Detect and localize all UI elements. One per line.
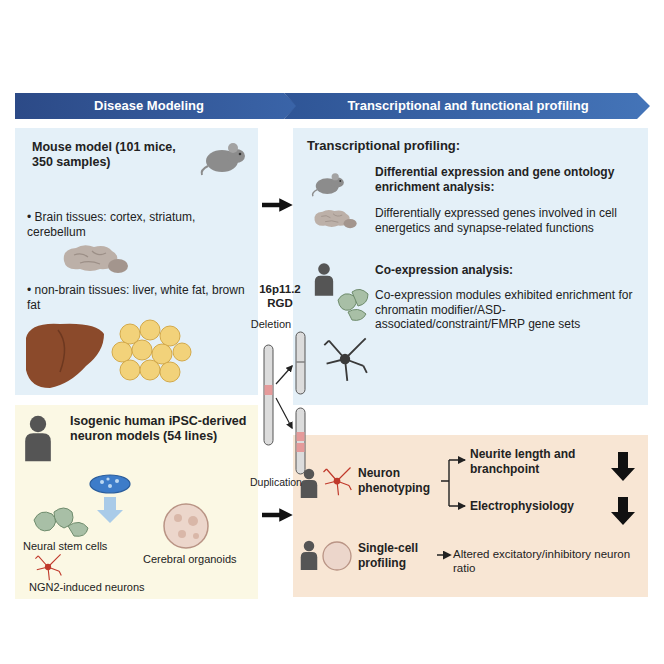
result-arrow bbox=[437, 554, 450, 556]
annotation-label: Duplication bbox=[244, 476, 308, 489]
chromosome bbox=[264, 345, 273, 445]
neuron-icon bbox=[324, 338, 367, 381]
box-text: Differentially expressed genes involved … bbox=[375, 206, 640, 235]
box-text: Co-expression modules exhibited enrichme… bbox=[375, 288, 640, 332]
box-text: • Brain tissues: cortex, striatum, cereb… bbox=[27, 210, 252, 239]
pointer-arrow bbox=[276, 398, 292, 428]
liver-icon bbox=[26, 324, 104, 388]
organoid-texture bbox=[174, 514, 199, 539]
box-text: Co-expression analysis: bbox=[375, 263, 640, 278]
banner-shape bbox=[15, 93, 297, 119]
annotation-label: Deletion bbox=[247, 318, 295, 331]
banner-shape bbox=[284, 93, 650, 119]
box-text: NGN2-induced neurons bbox=[29, 581, 179, 594]
box-text: Neural stem cells bbox=[23, 540, 123, 553]
box-text: Cerebral organoids bbox=[143, 553, 255, 566]
down-arrow bbox=[97, 497, 123, 523]
pointer-arrow bbox=[276, 366, 292, 384]
box-text: Neurite length and branchpoint bbox=[470, 447, 610, 476]
person-icon bbox=[301, 469, 318, 498]
deleted-chromosome bbox=[296, 332, 305, 394]
box-heading: Transcriptional profiling: bbox=[307, 138, 607, 154]
chromosome-band bbox=[297, 443, 305, 452]
decrease-arrow bbox=[611, 497, 635, 525]
panel-box: Isogenic human iPSC-derived neuron model… bbox=[15, 405, 258, 599]
liver-lobe-line bbox=[58, 330, 65, 372]
fat-icon bbox=[112, 320, 191, 382]
panel-box: Neuron phenotyping Neurite length and bra… bbox=[293, 435, 648, 597]
culture-dish bbox=[90, 475, 130, 493]
box-text: Altered excitatory/inhibitory neuron rat… bbox=[453, 547, 641, 575]
header-banner: Transcriptional and functional profiling bbox=[284, 93, 650, 119]
panel-box: Transcriptional profiling: Differential e… bbox=[293, 128, 648, 405]
flow-arrow bbox=[262, 203, 286, 208]
mouse-icon bbox=[202, 143, 245, 175]
box-text: Electrophysiology bbox=[470, 499, 610, 514]
neuron-icon bbox=[324, 468, 352, 496]
box-heading: Isogenic human iPSC-derived neuron model… bbox=[70, 414, 252, 445]
box-heading: Mouse model (101 mice, 350 samples) bbox=[32, 140, 182, 171]
flow-arrow bbox=[262, 513, 286, 518]
box-heading: Neuron phenotyping bbox=[358, 466, 440, 495]
person-icon bbox=[25, 416, 51, 462]
decrease-arrow bbox=[611, 452, 635, 481]
panel-box: Mouse model (101 mice, 350 samples) • Bra… bbox=[15, 128, 258, 395]
connector-layer bbox=[262, 205, 286, 515]
person-icon bbox=[315, 263, 333, 296]
organoid-icon bbox=[323, 542, 351, 570]
neuron-icon bbox=[35, 554, 61, 580]
box-text: Single-cell profiling bbox=[358, 541, 430, 570]
bracket-arrowheads bbox=[458, 456, 466, 510]
neural-stem-cells-icon bbox=[338, 289, 368, 320]
neural-stem-cells-icon bbox=[34, 508, 88, 536]
box-text: Differential expression and gene ontolog… bbox=[375, 165, 640, 194]
mouse-icon bbox=[313, 173, 344, 196]
brain-icon bbox=[314, 210, 356, 228]
brain-icon bbox=[64, 245, 128, 273]
deletion-mark bbox=[297, 362, 305, 363]
chromosome-band bbox=[297, 432, 305, 441]
dish-cells bbox=[100, 477, 119, 488]
chromosome-band bbox=[265, 385, 273, 395]
duplicated-chromosome bbox=[296, 408, 305, 474]
annotation-label: 16p11.2 RGD bbox=[250, 283, 310, 311]
box-text: • non-brain tissues: liver, white fat, b… bbox=[27, 283, 252, 312]
box-heading: Disease Modeling bbox=[15, 98, 283, 114]
header-banner: Disease Modeling bbox=[15, 93, 297, 119]
bracket bbox=[441, 460, 465, 506]
box-heading: Transcriptional and functional profiling bbox=[298, 98, 638, 114]
organoid-icon bbox=[164, 504, 208, 548]
person-icon bbox=[301, 541, 318, 570]
